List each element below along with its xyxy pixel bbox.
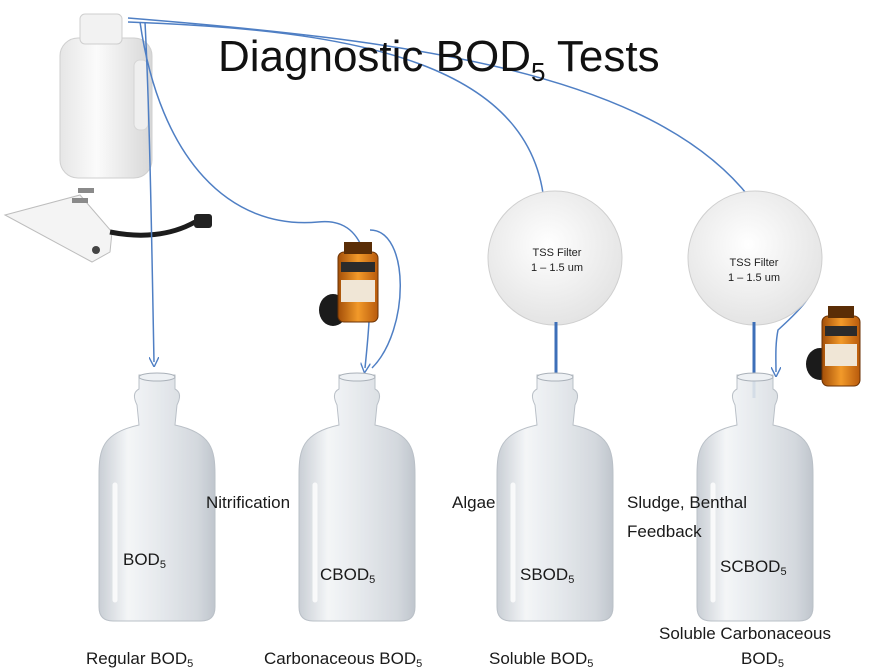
arrow-to-tss-filter-2 [127, 17, 750, 198]
bottle-desc-regular: Regular BOD5 [86, 649, 194, 670]
bottle-code-cbod: CBOD5 [320, 565, 376, 586]
diagram-title: Diagnostic BOD5 Tests [218, 32, 660, 87]
arrow-to-bod [144, 21, 154, 362]
tss-filter-1-label: TSS Filter 1 – 1.5 um [512, 246, 602, 276]
tss-filter-1-size: 1 – 1.5 um [531, 262, 583, 274]
annotation-sludge-line1: Sludge, Benthal [627, 493, 748, 512]
bottle-code-bod: BOD5 [123, 550, 166, 571]
cbod-bottle-icon [298, 372, 416, 622]
tss-filter-2 [687, 190, 823, 398]
bottle-desc-carbonaceous: Carbonaceous BOD5 [264, 649, 423, 670]
reagent-bottle-icon [319, 242, 379, 326]
reagent-bottle-icon-2 [806, 306, 861, 387]
annotation-nitrification: Nitrification [206, 493, 291, 512]
tss-filter-2-size: 1 – 1.5 um [728, 272, 780, 284]
bottles [98, 372, 814, 622]
bottle-code-sbod: SBOD5 [520, 565, 575, 586]
power-plug-icon [3, 188, 212, 263]
bottle-desc-soluble-carbonaceous: Soluble Carbonaceous [659, 624, 832, 643]
tss-filter-2-label: TSS Filter 1 – 1.5 um [709, 256, 799, 286]
sbod-bottle-icon [496, 372, 614, 622]
bottle-desc-soluble-carbonaceous-2: BOD5 [741, 649, 784, 670]
arrow-cbod-loop [369, 229, 401, 369]
arrow-to-tss-filter-1 [127, 21, 546, 221]
scbod-bottle-icon [696, 372, 814, 622]
sampler-jug-icon [59, 13, 153, 179]
bottle-desc-soluble: Soluble BOD5 [489, 649, 594, 670]
tss-filter-2-title: TSS Filter [729, 257, 779, 269]
tss-filter-1 [487, 190, 623, 380]
annotation-algae: Algae [452, 493, 496, 512]
bottle-code-scbod: SCBOD5 [720, 557, 787, 578]
tss-filter-1-title: TSS Filter [532, 247, 582, 259]
bod-bottle-icon [98, 372, 216, 622]
annotation-sludge-line2: Feedback [627, 522, 702, 541]
